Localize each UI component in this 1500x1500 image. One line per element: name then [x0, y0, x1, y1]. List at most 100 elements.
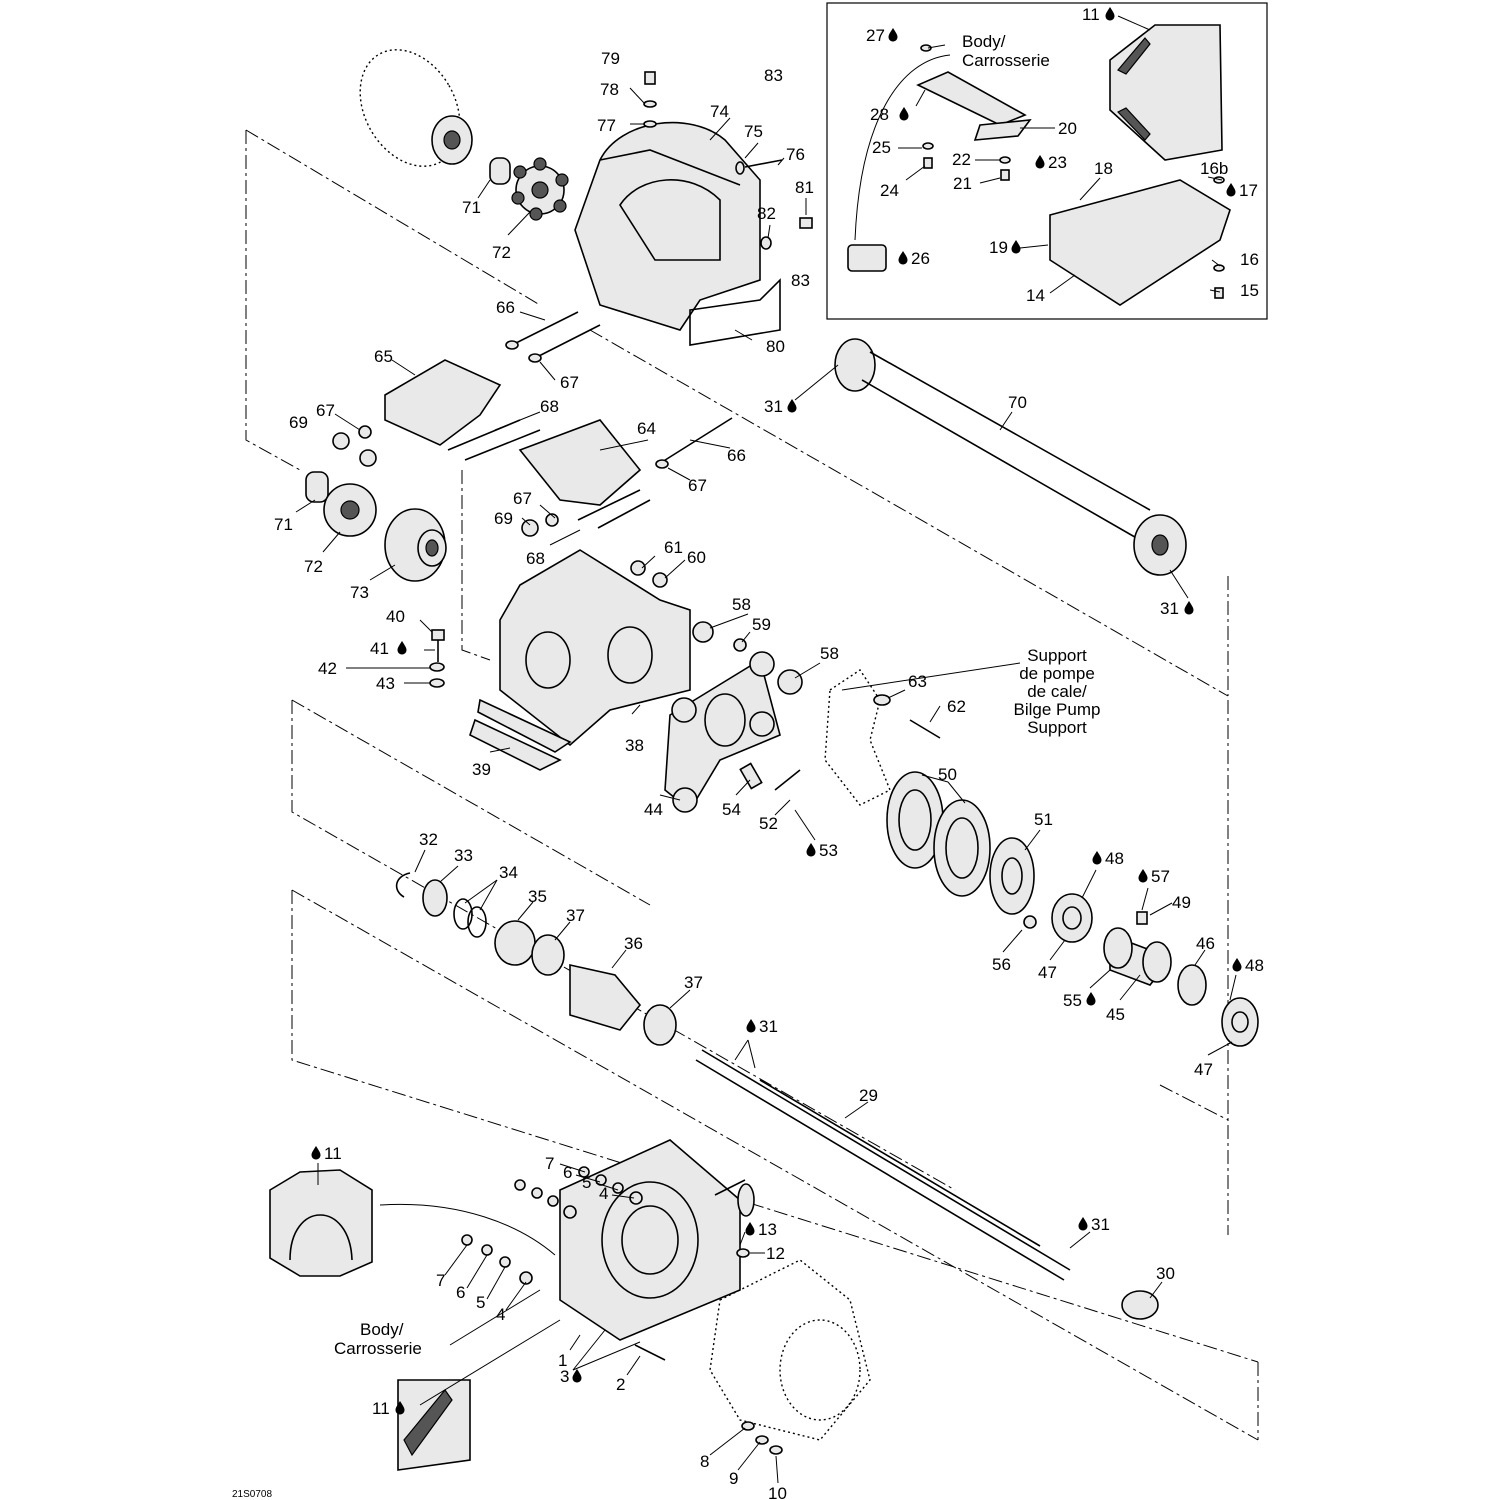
callout-6: 6	[456, 1283, 465, 1302]
callout-83: 83	[791, 271, 810, 290]
callout-42: 42	[318, 659, 337, 678]
inset-parts	[847, 24, 1231, 306]
support-fasteners	[429, 629, 445, 688]
callout-60: 60	[687, 548, 706, 567]
callout-34: 34	[499, 863, 518, 882]
engine-flywheel-ref	[359, 49, 473, 167]
callout-23: 23	[1048, 153, 1067, 172]
callout-59: 59	[752, 615, 771, 634]
callout-51: 51	[1034, 810, 1053, 829]
bilge-support-line4: Bilge Pump	[1014, 700, 1101, 719]
callout-41-group: 41	[370, 639, 407, 658]
coupler-top	[489, 157, 569, 221]
callout-53: 53	[819, 841, 838, 860]
callout-labels: 79 78 77 83 74 75 76 81 82 83 71 72 66 8…	[274, 5, 1264, 1500]
callout-61: 61	[664, 538, 683, 557]
callout-62: 62	[947, 697, 966, 716]
leader-lines	[295, 15, 1237, 1484]
cover-fasteners	[643, 71, 813, 250]
callout-67: 67	[513, 489, 532, 508]
assembly-guide-lines	[245, 129, 1259, 1441]
callout-55-group: 55	[1063, 991, 1096, 1010]
callout-13: 13	[758, 1220, 777, 1239]
lubricant-drop-icon	[1086, 992, 1096, 1006]
support-bracket	[332, 311, 601, 467]
callout-74: 74	[710, 102, 729, 121]
callout-17-group: 17	[1226, 181, 1258, 200]
callout-14: 14	[1026, 286, 1045, 305]
lubricant-drop-icon	[787, 399, 797, 413]
callout-21: 21	[953, 174, 972, 193]
callout-83: 83	[764, 66, 783, 85]
lubricant-drop-icon	[898, 251, 908, 265]
callout-48: 48	[1245, 956, 1264, 975]
callout-40: 40	[386, 607, 405, 626]
callout-11b-group: 11	[372, 1399, 405, 1418]
callout-44: 44	[644, 800, 663, 819]
callout-32: 32	[419, 830, 438, 849]
callout-17: 17	[1239, 181, 1258, 200]
text-notes: Body/ Carrosserie Body/ Carrosserie Supp…	[232, 32, 1100, 1500]
lubricant-drop-icon	[311, 1146, 321, 1160]
callout-71: 71	[274, 515, 293, 534]
bearing-seals	[886, 771, 1037, 929]
callout-7: 7	[545, 1154, 554, 1173]
callout-72: 72	[492, 243, 511, 262]
callout-81: 81	[795, 178, 814, 197]
callout-57: 57	[1151, 867, 1170, 886]
boot-and-seals	[395, 872, 677, 1046]
callout-25: 25	[872, 138, 891, 157]
callout-64: 64	[637, 419, 656, 438]
callout-41: 41	[370, 639, 389, 658]
callout-70: 70	[1008, 393, 1027, 412]
callout-63: 63	[908, 672, 927, 691]
lubricant-drop-icon	[746, 1019, 756, 1033]
bilge-support-line1: Support	[1027, 646, 1087, 665]
lubricant-drop-icon	[397, 641, 407, 655]
callout-66: 66	[496, 298, 515, 317]
callout-31: 31	[1091, 1215, 1110, 1234]
washer-groups	[461, 1166, 643, 1285]
callout-82: 82	[757, 204, 776, 223]
callout-73: 73	[350, 583, 369, 602]
callout-15: 15	[1240, 281, 1259, 300]
gasket-left	[269, 1169, 471, 1471]
body-label-top-line1: Body/	[962, 32, 1006, 51]
lubricant-drop-icon	[1232, 958, 1242, 972]
lubricant-drop-icon	[1035, 155, 1045, 169]
callout-4: 4	[599, 1184, 608, 1203]
lubricant-drop-icon	[1105, 7, 1115, 21]
callout-10: 10	[768, 1484, 787, 1500]
callout-2: 2	[616, 1375, 625, 1394]
callout-55: 55	[1063, 991, 1082, 1010]
callout-68: 68	[540, 397, 559, 416]
bearing-carrier	[1051, 893, 1259, 1047]
bearing-plate	[664, 651, 941, 813]
callout-58: 58	[820, 644, 839, 663]
callout-1: 1	[558, 1351, 567, 1370]
callout-48b-group: 48	[1232, 956, 1264, 975]
callout-5: 5	[476, 1293, 485, 1312]
engine-support	[469, 549, 747, 771]
callout-31b-group: 31	[1078, 1215, 1110, 1234]
callout-16: 16	[1240, 250, 1259, 269]
lubricant-drop-icon	[1078, 1217, 1088, 1231]
callout-13-group: 13	[745, 1220, 777, 1239]
parts-artwork	[269, 24, 1259, 1471]
callout-39: 39	[472, 760, 491, 779]
coupler-lower	[305, 471, 447, 582]
callout-77: 77	[597, 116, 616, 135]
body-label-top-line2: Carrosserie	[962, 51, 1050, 70]
callout-8: 8	[700, 1452, 709, 1471]
pump-housing	[559, 1139, 755, 1361]
callout-52: 52	[759, 814, 778, 833]
callout-68: 68	[526, 549, 545, 568]
callout-79: 79	[601, 49, 620, 68]
callout-3: 3	[560, 1367, 569, 1386]
bilge-support-line3: de cale/	[1027, 682, 1087, 701]
upper-drive-shaft	[834, 338, 1187, 576]
callout-36: 36	[624, 934, 643, 953]
callout-28-group: 28	[870, 105, 909, 124]
drive-shaft	[695, 1049, 1159, 1320]
callout-46: 46	[1196, 934, 1215, 953]
